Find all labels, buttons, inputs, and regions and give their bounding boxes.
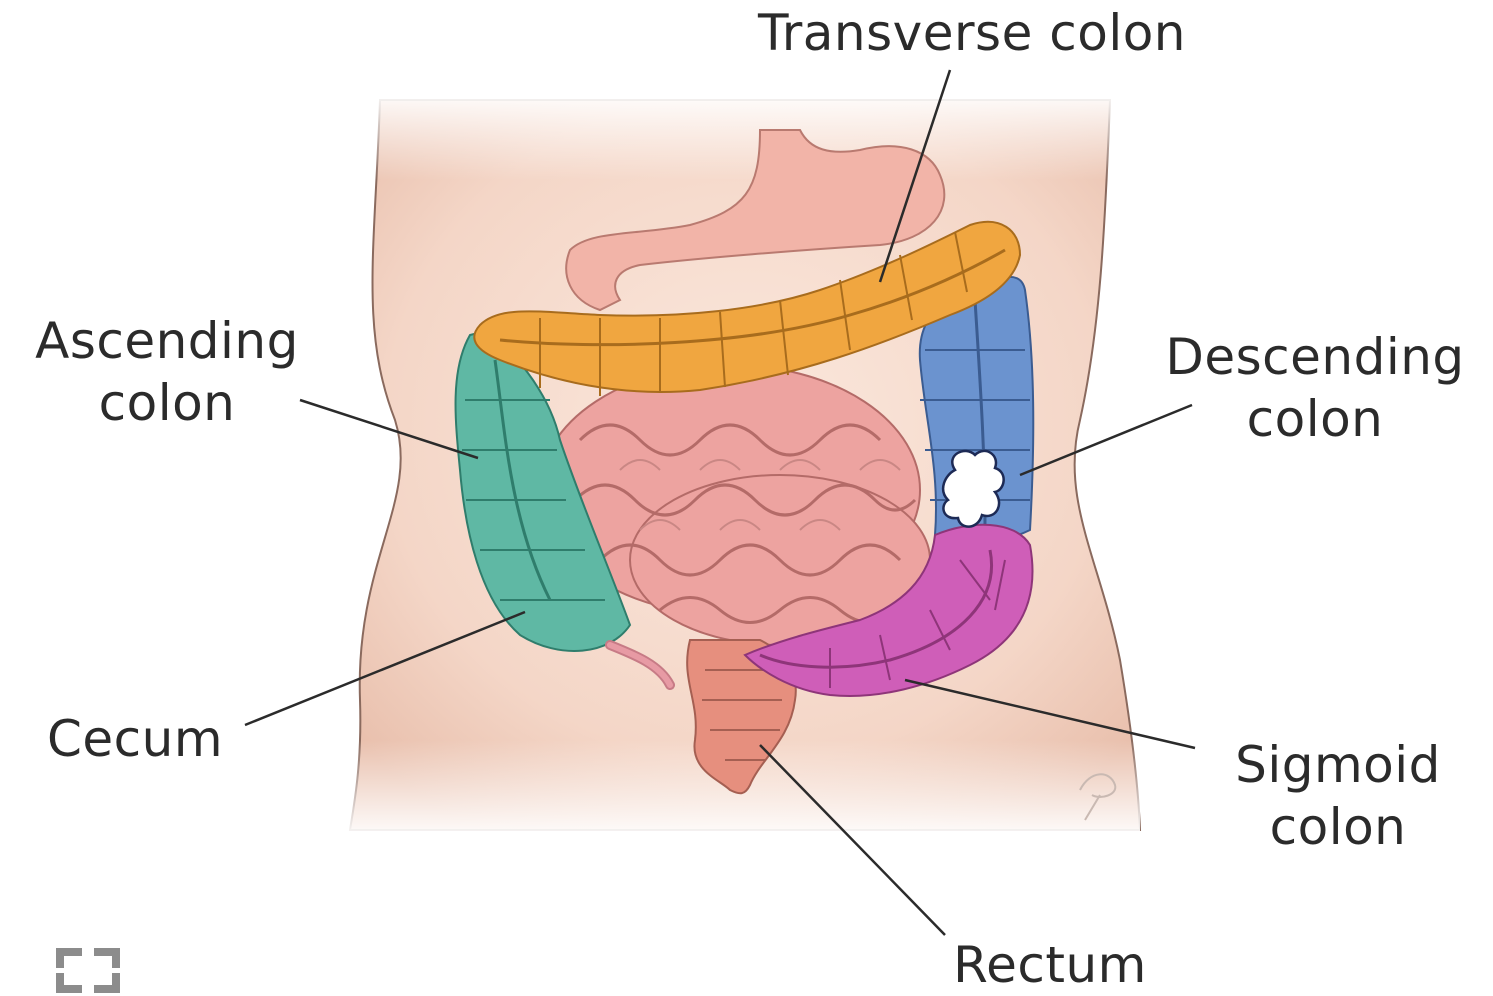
- label-transverse-colon-text: Transverse colon: [712, 2, 1232, 64]
- label-ascending-colon: Ascending colon: [2, 310, 332, 434]
- label-ascending-colon-line1: Ascending: [2, 310, 332, 372]
- label-rectum-text: Rectum: [920, 934, 1180, 996]
- label-sigmoid-colon-line1: Sigmoid: [1198, 734, 1478, 796]
- label-descending-colon: Descending colon: [1140, 326, 1490, 450]
- label-sigmoid-colon: Sigmoid colon: [1198, 734, 1478, 858]
- label-descending-colon-line1: Descending: [1140, 326, 1490, 388]
- label-ascending-colon-line2: colon: [2, 372, 332, 434]
- label-cecum: Cecum: [20, 708, 250, 770]
- label-transverse-colon: Transverse colon: [712, 2, 1232, 64]
- expand-icon[interactable]: [56, 948, 120, 993]
- label-cecum-text: Cecum: [20, 708, 250, 770]
- label-descending-colon-line2: colon: [1140, 388, 1490, 450]
- label-sigmoid-colon-line2: colon: [1198, 796, 1478, 858]
- label-rectum: Rectum: [920, 934, 1180, 996]
